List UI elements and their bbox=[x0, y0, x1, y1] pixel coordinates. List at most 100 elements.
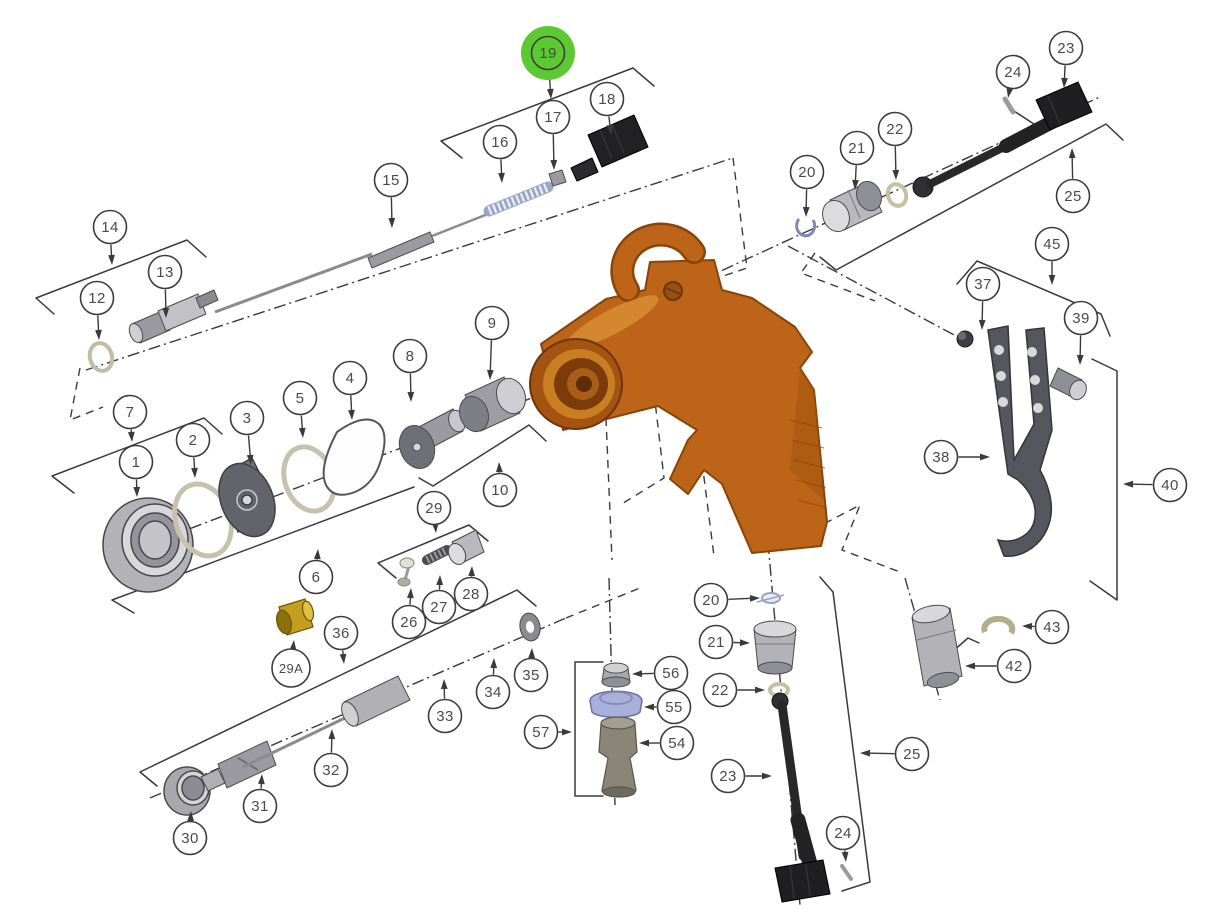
balloon-circle[interactable] bbox=[482, 472, 518, 508]
callout-1[interactable]: 1 bbox=[118, 444, 154, 498]
callout-35[interactable]: 35 bbox=[513, 648, 549, 693]
callout-10[interactable]: 10 bbox=[482, 462, 518, 508]
callout-22[interactable]: 22 bbox=[877, 111, 913, 181]
callout-21[interactable]: 21 bbox=[698, 624, 751, 660]
callout-38[interactable]: 38 bbox=[923, 439, 991, 475]
balloon-circle[interactable] bbox=[693, 582, 729, 618]
callout-12[interactable]: 12 bbox=[79, 280, 115, 341]
balloon-circle[interactable] bbox=[995, 54, 1031, 90]
callout-20[interactable]: 20 bbox=[789, 154, 825, 218]
callout-6[interactable]: 6 bbox=[298, 549, 334, 595]
callout-8[interactable]: 8 bbox=[392, 338, 428, 403]
callout-33[interactable]: 33 bbox=[427, 679, 463, 734]
callout-28[interactable]: 28 bbox=[453, 566, 489, 612]
callout-20[interactable]: 20 bbox=[693, 582, 761, 618]
callout-4[interactable]: 4 bbox=[332, 360, 368, 421]
balloon-circle[interactable] bbox=[112, 394, 148, 430]
callout-34[interactable]: 34 bbox=[475, 658, 511, 710]
balloon-circle[interactable] bbox=[877, 111, 913, 147]
balloon-circle[interactable] bbox=[894, 736, 930, 772]
callout-24[interactable]: 24 bbox=[995, 54, 1031, 99]
callout-18[interactable]: 18 bbox=[589, 81, 625, 136]
callout-7[interactable]: 7 bbox=[112, 394, 148, 443]
balloon-circle[interactable] bbox=[92, 209, 128, 245]
callout-2[interactable]: 2 bbox=[175, 422, 211, 479]
balloon-circle[interactable] bbox=[79, 280, 115, 316]
balloon-circle[interactable] bbox=[653, 655, 689, 691]
balloon-circle[interactable] bbox=[118, 444, 154, 480]
callout-9[interactable]: 9 bbox=[474, 305, 510, 381]
callout-36[interactable]: 36 bbox=[323, 615, 359, 665]
callout-55[interactable]: 55 bbox=[644, 689, 692, 725]
balloon-circle[interactable] bbox=[242, 788, 278, 824]
callout-23[interactable]: 23 bbox=[710, 758, 773, 794]
callout-25[interactable]: 25 bbox=[860, 736, 930, 772]
balloon-circle[interactable] bbox=[282, 380, 318, 416]
callout-43[interactable]: 43 bbox=[1022, 609, 1070, 645]
balloon-circle[interactable] bbox=[710, 758, 746, 794]
balloon-circle[interactable] bbox=[391, 604, 427, 640]
balloon-circle[interactable] bbox=[427, 698, 463, 734]
balloon-circle[interactable] bbox=[1034, 609, 1070, 645]
balloon-circle[interactable] bbox=[965, 266, 1001, 302]
callout-16[interactable]: 16 bbox=[482, 124, 518, 184]
callout-45[interactable]: 45 bbox=[1034, 226, 1070, 286]
callout-24[interactable]: 24 bbox=[825, 815, 861, 863]
balloon-circle[interactable] bbox=[392, 338, 428, 374]
callout-13[interactable]: 13 bbox=[147, 254, 183, 319]
balloon-circle[interactable] bbox=[147, 254, 183, 290]
callout-54[interactable]: 54 bbox=[639, 725, 695, 761]
balloon-circle[interactable] bbox=[313, 752, 349, 788]
callout-31[interactable]: 31 bbox=[242, 774, 278, 824]
balloon-circle[interactable] bbox=[996, 648, 1032, 684]
balloon-circle[interactable] bbox=[825, 815, 861, 851]
balloon-circle[interactable] bbox=[1048, 30, 1084, 66]
callout-25[interactable]: 25 bbox=[1055, 148, 1091, 214]
balloon-circle[interactable] bbox=[453, 576, 489, 612]
balloon-circle[interactable] bbox=[839, 130, 875, 166]
callout-32[interactable]: 32 bbox=[313, 729, 349, 788]
callout-17[interactable]: 17 bbox=[535, 99, 571, 171]
callout-5[interactable]: 5 bbox=[282, 380, 318, 439]
callout-3[interactable]: 3 bbox=[229, 400, 265, 466]
balloon-circle[interactable] bbox=[702, 672, 738, 708]
balloon-circle[interactable] bbox=[229, 400, 265, 436]
callout-23[interactable]: 23 bbox=[1048, 30, 1084, 89]
balloon-circle[interactable] bbox=[923, 439, 959, 475]
balloon-circle[interactable] bbox=[698, 624, 734, 660]
balloon-circle[interactable] bbox=[1063, 300, 1099, 336]
balloon-circle[interactable] bbox=[172, 820, 208, 856]
balloon-circle[interactable] bbox=[298, 559, 334, 595]
balloon-circle[interactable] bbox=[659, 725, 695, 761]
callout-19-highlighted[interactable]: 19 bbox=[521, 26, 575, 99]
balloon-circle[interactable] bbox=[789, 154, 825, 190]
balloon-circle[interactable] bbox=[332, 360, 368, 396]
callout-56[interactable]: 56 bbox=[632, 655, 689, 691]
balloon-circle[interactable] bbox=[175, 422, 211, 458]
balloon-circle[interactable] bbox=[475, 674, 511, 710]
balloon-circle[interactable] bbox=[421, 589, 457, 625]
balloon-circle[interactable] bbox=[523, 714, 559, 750]
callout-27[interactable]: 27 bbox=[421, 575, 457, 625]
callout-30[interactable]: 30 bbox=[172, 811, 208, 856]
callout-57[interactable]: 57 bbox=[523, 714, 573, 750]
callout-26[interactable]: 26 bbox=[391, 588, 427, 640]
balloon-circle[interactable] bbox=[656, 689, 692, 725]
callout-40[interactable]: 40 bbox=[1123, 467, 1188, 503]
callout-14[interactable]: 14 bbox=[92, 209, 128, 266]
callout-22[interactable]: 22 bbox=[702, 672, 766, 708]
balloon-circle[interactable] bbox=[535, 99, 571, 135]
balloon-circle[interactable] bbox=[323, 615, 359, 651]
balloon-circle[interactable] bbox=[589, 81, 625, 117]
callout-39[interactable]: 39 bbox=[1063, 300, 1099, 366]
balloon-circle[interactable] bbox=[1034, 226, 1070, 262]
callout-29A[interactable]: 29A bbox=[271, 640, 311, 688]
callout-21[interactable]: 21 bbox=[839, 130, 875, 191]
callout-42[interactable]: 42 bbox=[965, 648, 1032, 684]
balloon-circle[interactable] bbox=[482, 124, 518, 160]
balloon-circle[interactable] bbox=[474, 305, 510, 341]
balloon-circle[interactable] bbox=[1055, 178, 1091, 214]
balloon-circle[interactable] bbox=[416, 490, 452, 526]
balloon-circle[interactable] bbox=[530, 35, 566, 71]
balloon-circle[interactable] bbox=[271, 648, 311, 688]
